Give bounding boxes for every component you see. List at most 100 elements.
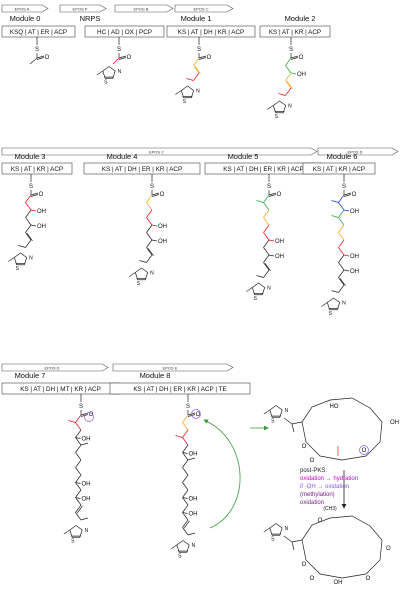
thiazole-outline <box>251 282 266 296</box>
epos-arrow: EPOS B <box>114 4 174 13</box>
sulfur-atom: S <box>186 404 190 410</box>
chain-bond <box>263 254 270 263</box>
substituent-bond <box>182 452 188 454</box>
domain-label: KS | AT | DH | ER | KR | ACP <box>102 166 182 173</box>
methyl-bond <box>331 290 339 293</box>
chain-bond <box>146 194 153 203</box>
module-name: Module 6 <box>327 152 358 161</box>
double-bond <box>76 505 83 514</box>
domain-label: KS | AT | DH | ER | KR | ACP | TE <box>133 386 226 393</box>
chain-bond <box>338 269 345 278</box>
ketone-oxygen: O <box>386 546 391 552</box>
chain-bond <box>75 467 82 476</box>
module: Module 2 KS | AT | KR | ACP <box>259 14 331 38</box>
module: Module 1KS | AT | DH | KR | ACP <box>166 14 256 38</box>
chain-bond <box>193 57 200 66</box>
thiazole-outline <box>272 100 287 114</box>
module-name: Module 2 <box>285 14 316 23</box>
thiazole-ring: NS <box>170 540 196 559</box>
module-name: Module 7 <box>15 371 46 380</box>
chain-bond <box>263 247 270 256</box>
chain-bond <box>146 224 153 233</box>
chain-bond <box>193 72 200 81</box>
oxygen-atom: O <box>160 192 165 198</box>
thiazole-outline <box>69 525 83 538</box>
domain-box <box>259 25 331 38</box>
chain-bond <box>112 57 120 65</box>
double-bond <box>264 263 271 272</box>
sulfur-atom: S <box>16 266 20 272</box>
chain-bond <box>285 87 292 96</box>
substituent-bond <box>290 72 297 75</box>
methyl-bond <box>80 517 89 521</box>
chain-bond <box>146 209 153 218</box>
substituent-bond <box>30 224 37 227</box>
hydroxyl-label: OH <box>82 482 91 488</box>
thioester: SO <box>35 37 50 61</box>
post-pks-step: oxidation → hydration <box>300 476 358 482</box>
sulfur-atom: S <box>197 47 201 53</box>
substituent-bond <box>182 512 188 514</box>
chain-bond <box>263 224 270 233</box>
chain-bond <box>75 429 82 438</box>
domain-box <box>166 25 256 38</box>
carbonyl-highlight <box>359 445 369 455</box>
substituent-bond <box>343 209 350 212</box>
sulfur-atom: S <box>150 184 154 190</box>
methyl-bond <box>29 57 38 65</box>
double-bond <box>147 248 154 257</box>
sulfur-atom: S <box>178 553 182 559</box>
methyl-bond <box>291 541 295 551</box>
domain-box <box>302 162 376 175</box>
chain-bond <box>263 239 270 248</box>
chain-bond <box>25 239 32 248</box>
thiazole-outline <box>269 405 283 418</box>
nitrogen-atom: N <box>118 69 122 75</box>
chain-bond <box>146 202 153 211</box>
chain-bond <box>338 209 345 218</box>
post-pks-step: oxidation <box>300 500 324 506</box>
hydroxyl-label: OH <box>158 224 167 230</box>
sulfur-atom: S <box>267 184 271 190</box>
chain-bond <box>75 482 82 491</box>
carbonyl-bond <box>30 192 39 196</box>
methyl-bond <box>246 287 253 292</box>
carbonyl-bond <box>118 55 127 59</box>
chain-bond <box>25 217 32 226</box>
thiazole-ring: NS <box>263 405 289 424</box>
epos-arrow-label: EPOS C <box>193 6 208 11</box>
methyl-bond <box>267 105 274 110</box>
module-name: Module 4 <box>107 152 138 161</box>
thioester: SO <box>29 174 44 198</box>
hydroxyl-label: OH <box>82 497 91 503</box>
thiazole-outline <box>326 297 341 311</box>
substituent-bond <box>268 239 275 242</box>
chain-bond <box>75 452 82 461</box>
thiazole-ring: NS <box>63 525 89 544</box>
oxygen-atom: O <box>45 55 50 61</box>
domain-box <box>83 162 201 175</box>
hydroxyl-label: OH <box>275 239 284 245</box>
nitrogen-atom: N <box>150 270 154 276</box>
epos-arrow-shape <box>59 4 107 13</box>
methyl-bond <box>256 275 264 278</box>
domain-label: KS | AT | DH | ER | KR | ACP <box>223 166 303 173</box>
chain-bond <box>338 224 345 233</box>
chain-bond <box>182 489 189 498</box>
domain-label: KS | AT | KR | ACP <box>269 29 321 36</box>
thiazole-ring: NS <box>267 100 292 120</box>
chain-bond <box>182 459 189 468</box>
methyl-bond <box>175 435 183 438</box>
thiazole-ring: NS <box>8 252 33 272</box>
chain-bond <box>338 217 345 226</box>
chain-bond <box>75 459 82 468</box>
chain-bond <box>25 209 32 218</box>
substituent-bond <box>151 239 158 242</box>
